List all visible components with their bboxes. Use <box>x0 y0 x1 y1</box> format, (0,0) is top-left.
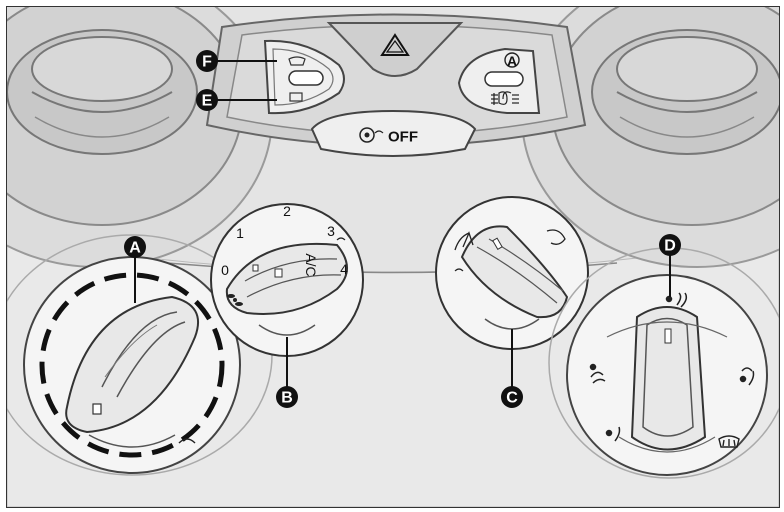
fog-light-button[interactable]: A <box>457 47 541 114</box>
panel-drawing: A OFF A/C <box>7 7 779 507</box>
auto-mode-icon <box>504 52 520 68</box>
defrost-rocker-button[interactable] <box>263 39 345 115</box>
face-feet-vent-icon <box>589 363 606 384</box>
fan-scale-2: 2 <box>283 203 291 219</box>
rear-window-defrost-icon <box>289 92 303 102</box>
fan-scale-0: 0 <box>221 262 229 278</box>
temperature-knob-a[interactable] <box>7 234 273 476</box>
svg-text:D: D <box>664 238 676 255</box>
fresh-air-icon <box>454 231 474 251</box>
callout-leaders <box>134 60 671 387</box>
windscreen-demist-icon <box>288 56 306 66</box>
demist-icon <box>178 438 196 444</box>
fan-scale-3: 3 <box>327 223 335 239</box>
ac-label: A/C <box>303 253 319 276</box>
max-defrost-icon <box>718 435 740 448</box>
feet-vent-icon <box>605 426 621 442</box>
air-distribution-knob-d[interactable] <box>548 247 779 479</box>
fog-light-icon <box>491 91 519 105</box>
svg-text:A: A <box>129 240 141 257</box>
callout-d: D <box>659 234 681 256</box>
fan-icon <box>227 294 243 306</box>
svg-text:C: C <box>506 390 518 407</box>
demist-small-icon <box>336 237 346 241</box>
recirculation-icon <box>546 229 566 245</box>
climate-control-panel-diagram: A OFF A/C <box>6 6 780 508</box>
recirculation-off-button[interactable]: OFF <box>310 109 477 157</box>
svg-text:B: B <box>281 390 293 407</box>
callout-e: E <box>196 89 218 111</box>
feet-demist-vent-icon <box>739 367 755 386</box>
hazard-button[interactable] <box>326 22 464 77</box>
callout-c: C <box>501 386 523 408</box>
auto-mode-letter: A <box>507 53 517 69</box>
callout-f: F <box>196 50 218 72</box>
fan-scale-1: 1 <box>236 225 244 241</box>
demist-c-icon <box>454 268 464 272</box>
recirculation-off-label: OFF <box>388 129 418 146</box>
svg-text:F: F <box>202 54 212 71</box>
right-air-vent <box>521 7 779 268</box>
recirculation-off-icon <box>359 127 375 143</box>
fan-scale-4: 4 <box>340 261 348 277</box>
recirculation-knob-c[interactable] <box>435 196 589 350</box>
fan-speed-knob-b[interactable]: A/C 0 1 2 3 4 <box>210 203 364 357</box>
svg-text:E: E <box>202 93 213 110</box>
hazard-triangle-icon <box>380 33 410 56</box>
callout-b: B <box>276 386 298 408</box>
callout-a: A <box>124 236 146 258</box>
